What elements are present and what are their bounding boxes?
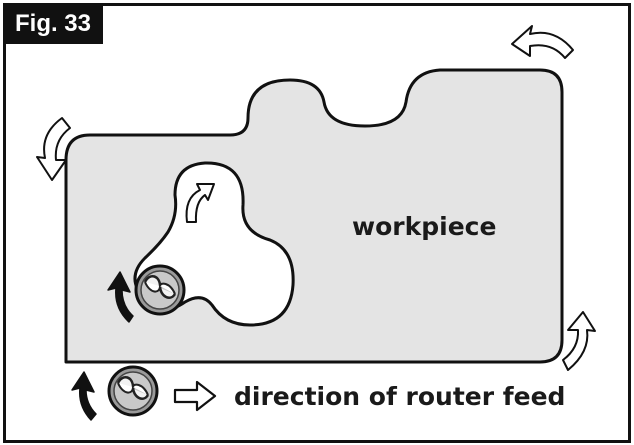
- feed-direction-arrow-icon: [173, 380, 217, 412]
- router-bit-icon: [107, 365, 159, 417]
- figure-tag: Fig. 33: [3, 3, 103, 44]
- rotation-arrow-icon: [71, 371, 97, 421]
- rotation-arrow-icon: [185, 183, 215, 223]
- router-bit-icon: [134, 264, 186, 316]
- rotation-arrow-icon: [562, 311, 596, 371]
- rotation-arrow-icon: [107, 271, 134, 323]
- rotation-arrow-icon: [36, 117, 71, 181]
- feed-direction-label: direction of router feed: [234, 382, 565, 411]
- workpiece-label: workpiece: [352, 212, 496, 241]
- rotation-arrow-icon: [511, 25, 574, 59]
